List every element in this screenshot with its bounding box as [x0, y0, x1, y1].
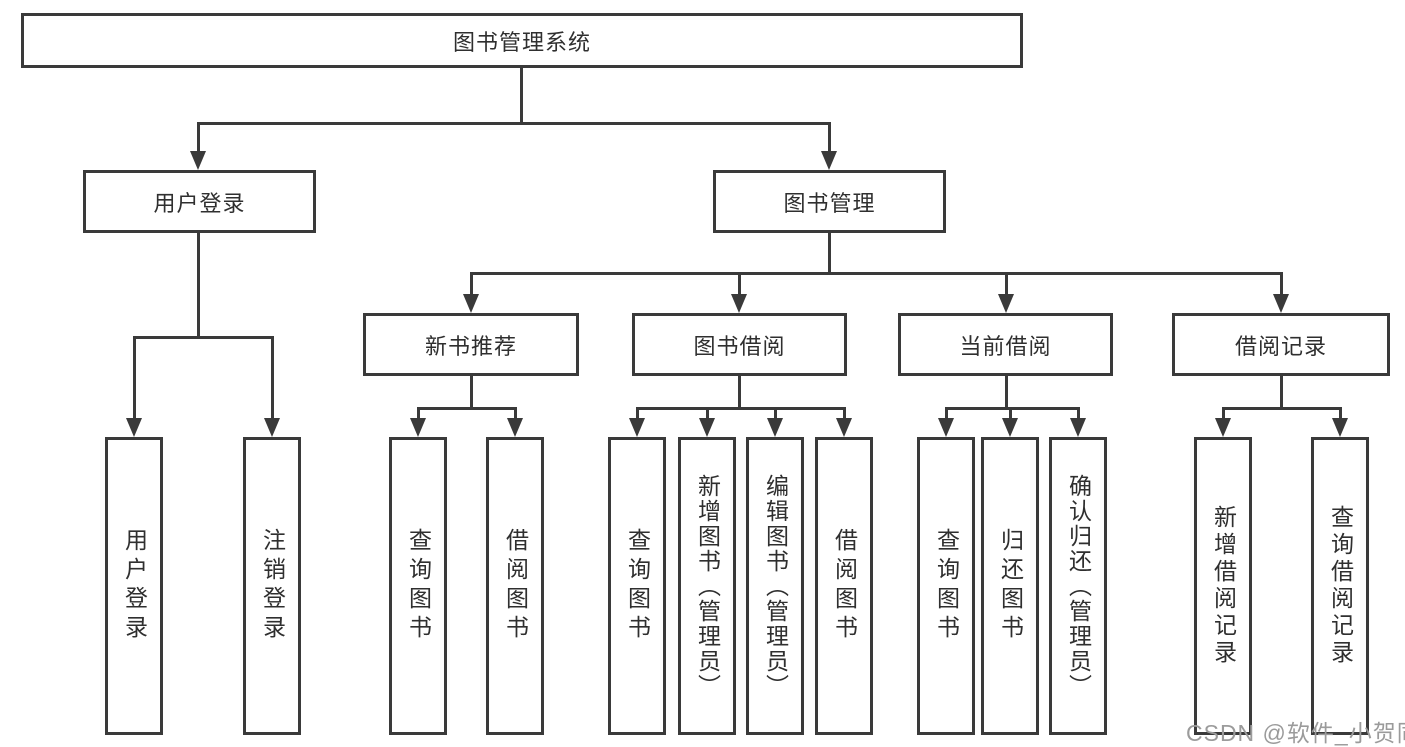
connector-arm	[828, 122, 831, 153]
arrow-down-icon	[629, 418, 645, 437]
connector-hbar	[1222, 407, 1340, 410]
node-leaf-query-books-recommend: 查询图书	[389, 437, 447, 735]
connector-arm	[1339, 407, 1342, 421]
arrow-down-icon	[1273, 294, 1289, 313]
node-root-library-system: 图书管理系统	[21, 13, 1023, 68]
node-label: 确认归还（管理员）	[1065, 473, 1092, 699]
node-label: 用户登录	[153, 190, 246, 216]
node-leaf-return-books: 归还图书	[981, 437, 1039, 735]
node-new-book-recommend: 新书推荐	[363, 313, 579, 376]
node-leaf-borrow-books-recommend: 借阅图书	[486, 437, 544, 735]
node-book-management: 图书管理	[713, 170, 946, 233]
node-label: 新增图书（管理员）	[694, 473, 721, 699]
node-leaf-add-borrow-record: 新增借阅记录	[1194, 437, 1252, 735]
connector-arm	[738, 272, 741, 296]
connector-user-login-hbar	[133, 336, 273, 339]
node-label: 当前借阅	[959, 333, 1052, 359]
node-label: 图书管理系统	[452, 29, 591, 55]
node-label: 注销登录	[259, 528, 286, 644]
arrow-down-icon	[699, 418, 715, 437]
connector-stem	[1280, 373, 1283, 409]
arrow-down-icon	[1215, 418, 1231, 437]
node-label: 查询图书	[933, 528, 960, 644]
connector-stem	[1005, 373, 1008, 409]
connector-arm	[1222, 407, 1225, 421]
node-label: 图书管理	[783, 190, 876, 216]
arrow-down-icon	[767, 418, 783, 437]
arrow-down-icon	[998, 294, 1014, 313]
connector-arm	[1005, 272, 1008, 296]
arrow-down-icon	[410, 418, 426, 437]
node-label: 借阅图书	[831, 528, 858, 644]
connector-arm	[417, 407, 420, 421]
node-leaf-query-books-borrow: 查询图书	[608, 437, 666, 735]
node-label: 用户登录	[121, 528, 148, 644]
node-leaf-confirm-return-admin: 确认归还（管理员）	[1049, 437, 1107, 735]
node-label: 查询借阅记录	[1327, 505, 1354, 667]
node-leaf-query-books-current: 查询图书	[917, 437, 975, 735]
arrow-down-icon	[1070, 418, 1086, 437]
connector-arm	[514, 407, 517, 421]
connector-arm	[774, 407, 777, 421]
connector-arm	[1077, 407, 1080, 421]
arrow-down-icon	[821, 151, 837, 170]
arrow-down-icon	[463, 294, 479, 313]
connector-user-login-stem	[197, 230, 200, 338]
connector-arm	[133, 336, 136, 420]
arrow-down-icon	[126, 418, 142, 437]
csdn-watermark: CSDN @软件_小贺同学	[1186, 720, 1405, 746]
connector-arm	[1009, 407, 1012, 421]
connector-arm	[636, 407, 639, 421]
node-leaf-user-login: 用户登录	[105, 437, 163, 735]
node-leaf-add-books-admin: 新增图书（管理员）	[678, 437, 736, 735]
node-user-login: 用户登录	[83, 170, 316, 233]
arrow-down-icon	[938, 418, 954, 437]
connector-stem	[738, 373, 741, 409]
arrow-down-icon	[1002, 418, 1018, 437]
node-leaf-borrow-books: 借阅图书	[815, 437, 873, 735]
connector-root-stem	[520, 65, 523, 125]
node-label: 图书借阅	[693, 333, 786, 359]
arrow-down-icon	[1332, 418, 1348, 437]
node-label: 查询图书	[405, 528, 432, 644]
node-leaf-logout: 注销登录	[243, 437, 301, 735]
connector-arm	[197, 122, 200, 153]
connector-arm	[1280, 272, 1283, 296]
node-label: 借阅图书	[502, 528, 529, 644]
connector-level3-hbar	[470, 272, 1282, 275]
node-label: 新书推荐	[424, 333, 517, 359]
node-current-borrow: 当前借阅	[898, 313, 1113, 376]
connector-arm	[706, 407, 709, 421]
arrow-down-icon	[731, 294, 747, 313]
connector-arm	[470, 272, 473, 296]
node-label: 归还图书	[997, 528, 1024, 644]
arrow-down-icon	[264, 418, 280, 437]
node-book-borrow: 图书借阅	[632, 313, 847, 376]
node-leaf-edit-books-admin: 编辑图书（管理员）	[746, 437, 804, 735]
node-label: 编辑图书（管理员）	[762, 473, 789, 699]
node-borrow-records: 借阅记录	[1172, 313, 1390, 376]
arrow-down-icon	[190, 151, 206, 170]
connector-hbar	[636, 407, 844, 410]
arrow-down-icon	[836, 418, 852, 437]
node-label: 新增借阅记录	[1210, 505, 1237, 667]
connector-arm	[271, 336, 274, 420]
connector-arm	[843, 407, 846, 421]
connector-stem	[470, 373, 473, 409]
connector-book-mgmt-stem	[828, 230, 831, 274]
node-label: 查询图书	[624, 528, 651, 644]
node-label: 借阅记录	[1234, 333, 1327, 359]
arrow-down-icon	[507, 418, 523, 437]
connector-level1-hbar	[197, 122, 830, 125]
node-leaf-query-borrow-record: 查询借阅记录	[1311, 437, 1369, 735]
connector-hbar	[417, 407, 516, 410]
connector-arm	[945, 407, 948, 421]
